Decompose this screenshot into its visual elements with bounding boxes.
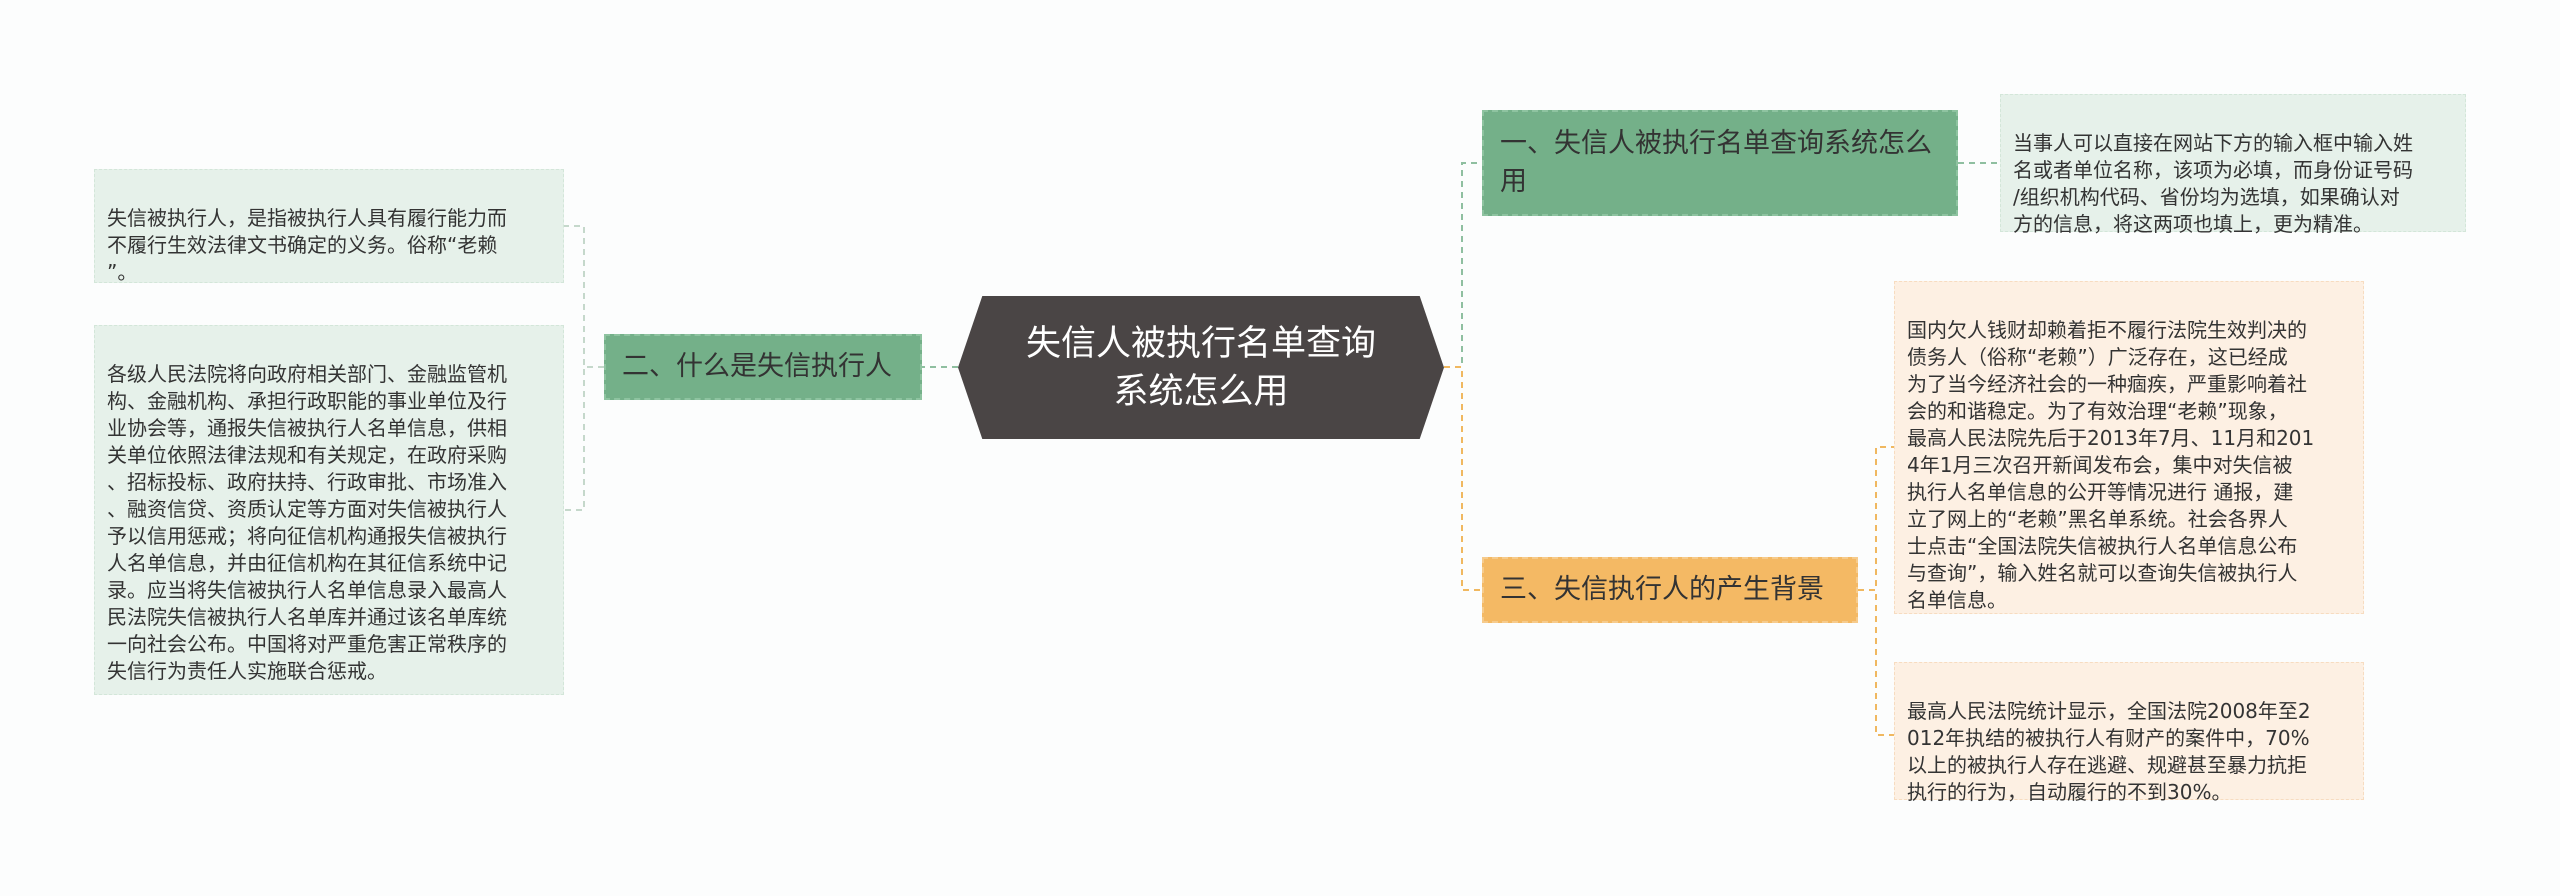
connector-branch3-leaf5 [1858, 589, 1894, 736]
branch-node-1[interactable]: 一、失信人被执行名单查询系统怎么用 [1482, 110, 1958, 216]
leaf-node-5[interactable]: 最高人民法院统计显示，全国法院2008年至2 012年执结的被执行人有财产的案件… [1894, 662, 2364, 804]
leaf-node-4-text: 国内欠人钱财却赖着拒不履行法院生效判决的 债务人（俗称“老赖”）广泛存在，这已经… [1907, 318, 2315, 612]
leaf-node-2-text: 失信被执行人，是指被执行人具有履行能力而 不履行生效法律文书确定的义务。俗称“老… [107, 206, 507, 284]
root-topic-label: 失信人被执行名单查询系统怎么用 [1025, 323, 1376, 412]
connector-root-branch1 [1444, 162, 1482, 368]
connector-branch2-leaf2 [564, 225, 604, 368]
connector-branch3-leaf4 [1858, 446, 1894, 591]
leaf-node-3[interactable]: 各级人民法院将向政府相关部门、金融监管机 构、金融机构、承担行政职能的事业单位及… [94, 325, 564, 695]
branch-node-1-label: 一、失信人被执行名单查询系统怎么用 [1500, 128, 1932, 197]
leaf-node-1-text: 当事人可以直接在网站下方的输入框中输入姓 名或者单位名称，该项为必填，而身份证号… [2013, 131, 2413, 236]
leaf-node-2[interactable]: 失信被执行人，是指被执行人具有履行能力而 不履行生效法律文书确定的义务。俗称“老… [94, 169, 564, 284]
branch-node-3-label: 三、失信执行人的产生背景 [1500, 574, 1824, 605]
root-topic[interactable]: 失信人被执行名单查询系统怎么用 [958, 296, 1444, 439]
branch-node-2-label: 二、什么是失信执行人 [622, 351, 892, 382]
branch-node-3[interactable]: 三、失信执行人的产生背景 [1482, 557, 1858, 623]
leaf-node-1[interactable]: 当事人可以直接在网站下方的输入框中输入姓 名或者单位名称，该项为必填，而身份证号… [2000, 94, 2466, 236]
leaf-node-5-text: 最高人民法院统计显示，全国法院2008年至2 012年执结的被执行人有财产的案件… [1907, 699, 2311, 804]
leaf-node-4[interactable]: 国内欠人钱财却赖着拒不履行法院生效判决的 债务人（俗称“老赖”）广泛存在，这已经… [1894, 281, 2364, 614]
leaf-node-3-text: 各级人民法院将向政府相关部门、金融监管机 构、金融机构、承担行政职能的事业单位及… [107, 362, 507, 683]
connector-branch2-leaf3 [564, 366, 604, 511]
connector-root-branch3 [1444, 366, 1482, 591]
branch-node-2[interactable]: 二、什么是失信执行人 [604, 334, 922, 400]
